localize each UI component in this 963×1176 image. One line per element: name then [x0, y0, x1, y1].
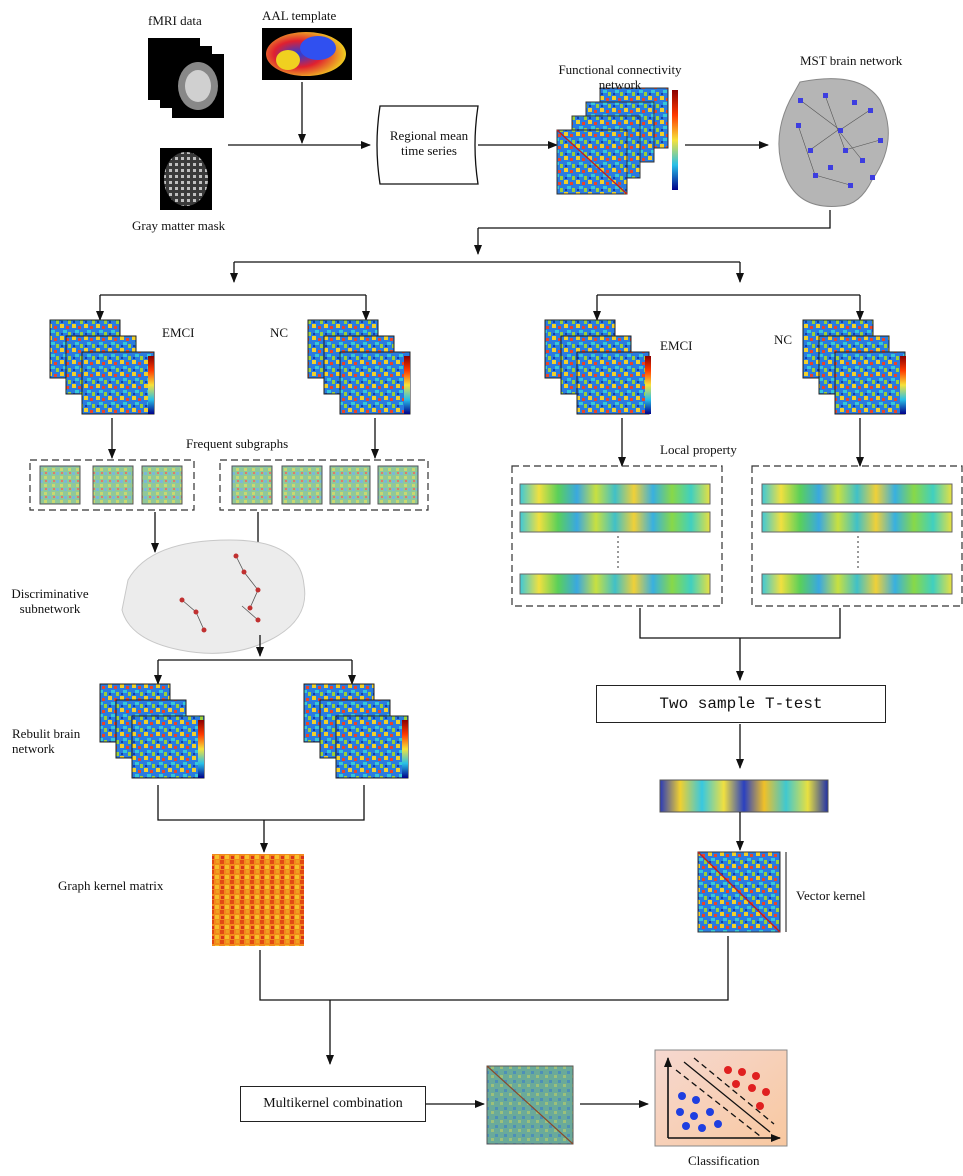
rebuilt-network-stack-emci — [99, 683, 205, 779]
classification-label: Classification — [688, 1153, 760, 1168]
ttest-result-vector — [659, 779, 829, 813]
emci-label-right: EMCI — [660, 338, 693, 353]
discriminative-subnetwork-label: Discriminative subnetwork — [2, 586, 98, 616]
vector-kernel-image — [697, 851, 787, 933]
multikernel-combination-box: Multikernel combination — [240, 1086, 426, 1122]
emci-matrix-stack-left — [49, 319, 155, 415]
local-property-label: Local property — [660, 442, 737, 457]
mst-brain-network-label: MST brain network — [800, 53, 903, 68]
nc-label-right: NC — [774, 332, 793, 347]
discriminative-line2: subnetwork — [19, 601, 81, 616]
discriminative-subnetwork-brain — [121, 539, 306, 654]
local-property-box-nc — [751, 465, 963, 607]
frequent-subgraphs-box-nc — [219, 459, 429, 511]
local-property-box-emci — [511, 465, 723, 607]
fc-network-stack — [556, 87, 678, 195]
fc-network-line2: network — [598, 77, 642, 92]
fmri-data-stack — [148, 38, 224, 118]
rebuilt-network-stack-nc — [303, 683, 409, 779]
fmri-data-label: fMRI data — [148, 13, 202, 28]
gray-matter-mask-label: Gray matter mask — [132, 218, 226, 233]
frequent-subgraphs-label: Frequent subgraphs — [186, 436, 289, 451]
fc-network-line1: Functional connectivity — [558, 62, 682, 77]
nc-matrix-stack-right — [802, 319, 906, 415]
local-property-strips — [519, 483, 953, 595]
regional-mean-shape — [376, 105, 479, 185]
nc-label-left: NC — [270, 325, 289, 340]
mst-brain-network-image — [778, 78, 889, 207]
rebuilt-line2: network — [12, 741, 55, 756]
combined-kernel-image — [486, 1065, 574, 1145]
frequent-subgraphs-box-emci — [29, 459, 195, 511]
rebuilt-network-label: Rebulit brain network — [12, 726, 80, 756]
emci-label-left: EMCI — [162, 325, 195, 340]
aal-template-image — [262, 28, 352, 80]
graph-kernel-matrix-image — [212, 854, 304, 946]
fc-network-label: Functional connectivity network — [548, 62, 692, 92]
regional-mean-label: Regional mean time series — [382, 128, 476, 158]
discriminative-line1: Discriminative — [11, 586, 89, 601]
emci-matrix-stack-right — [544, 319, 651, 415]
aal-template-label: AAL template — [262, 8, 337, 23]
graph-kernel-matrix-label: Graph kernel matrix — [58, 878, 164, 893]
regional-mean-line1: Regional mean — [389, 128, 469, 143]
rebuilt-line1: Rebulit brain — [12, 726, 81, 741]
vector-kernel-label: Vector kernel — [796, 888, 866, 903]
classification-panel — [654, 1049, 788, 1147]
gray-matter-mask-image — [160, 148, 212, 210]
regional-mean-line2: time series — [401, 143, 457, 158]
two-sample-ttest-box: Two sample T-test — [596, 685, 886, 723]
frequent-subgraph-thumbnails — [39, 465, 419, 505]
nc-matrix-stack-left — [307, 319, 411, 415]
